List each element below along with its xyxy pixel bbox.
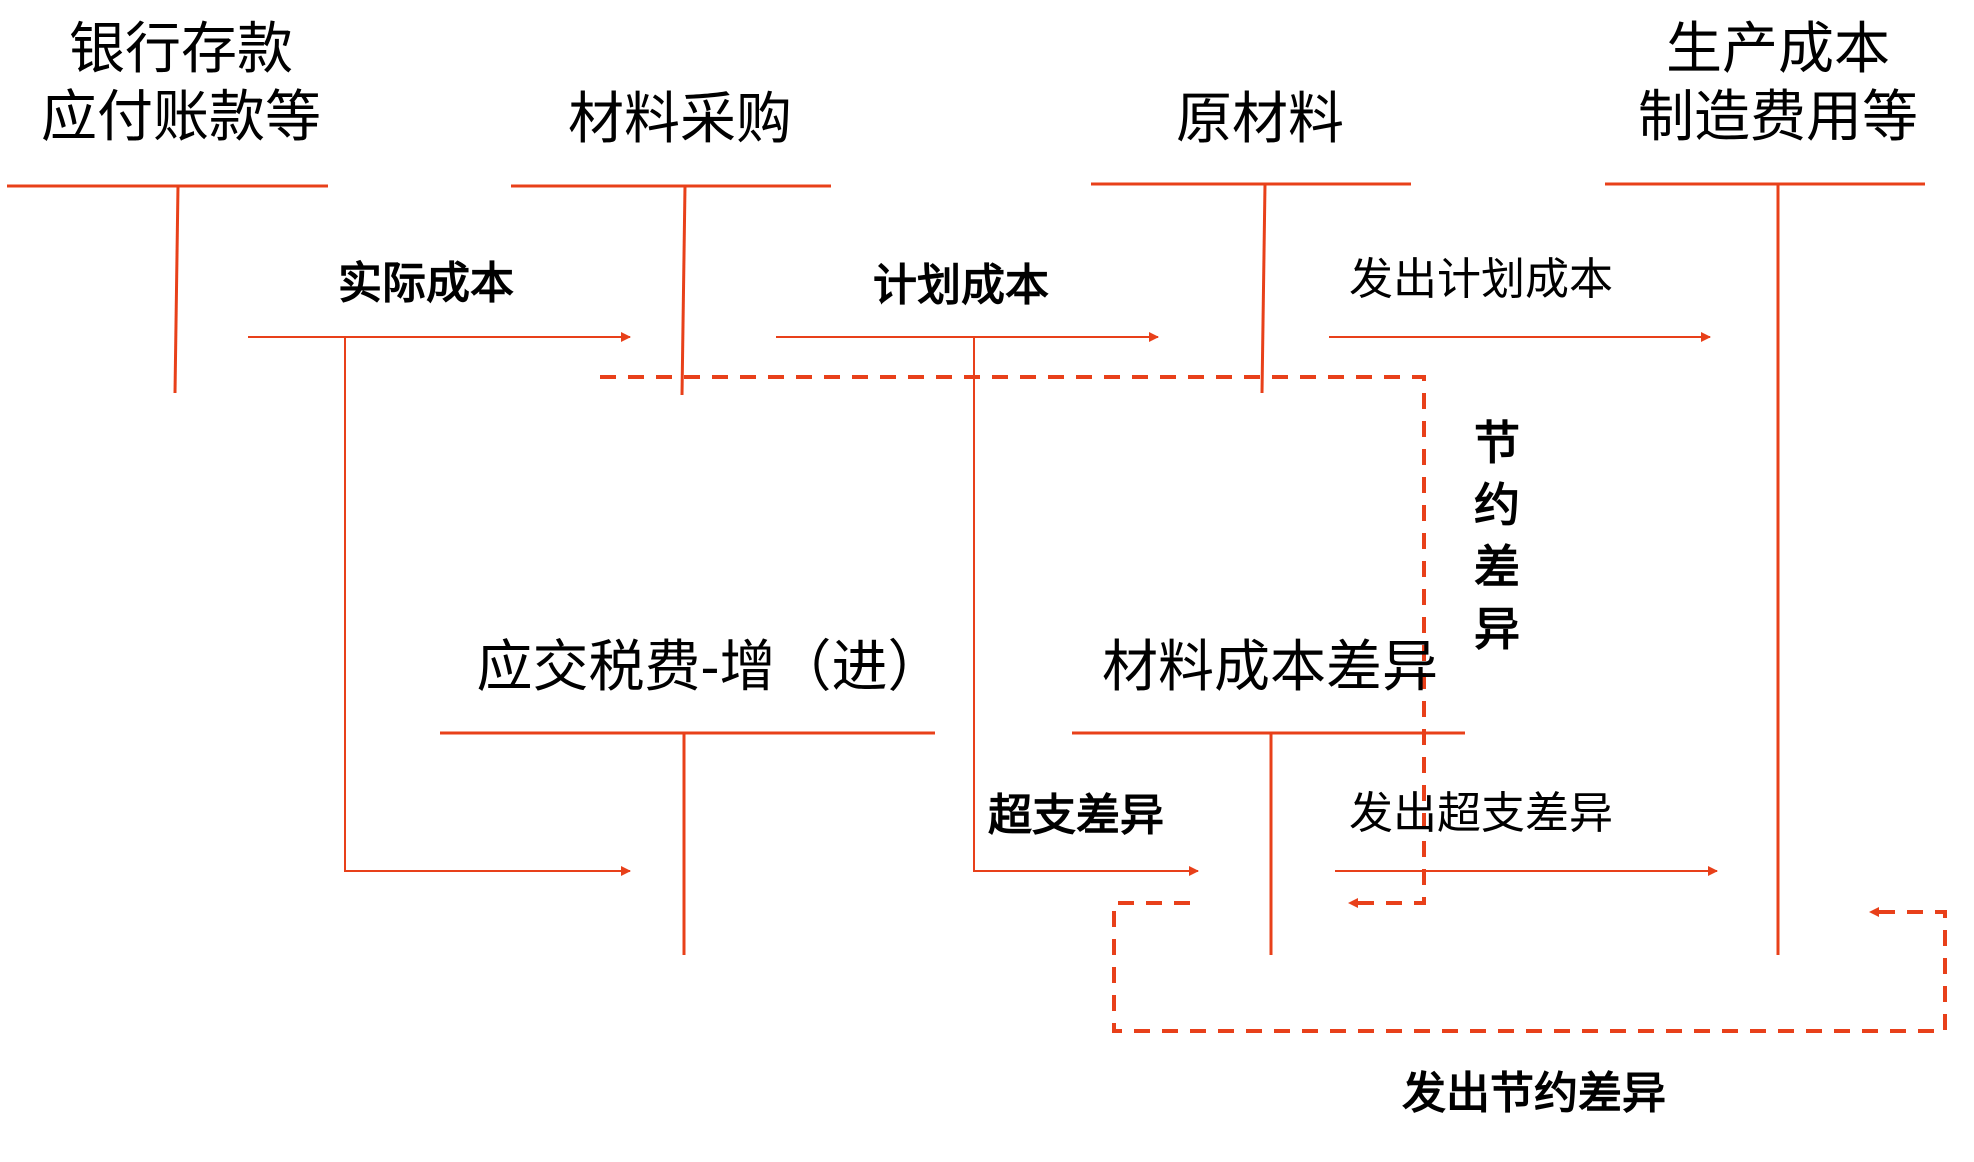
account-title-production: 生产成本 制造费用等 — [1618, 22, 1938, 146]
label-issue-overrun-variance: 发出超支差异 — [1349, 788, 1613, 839]
account-title-purchase: 材料采购 — [568, 87, 792, 152]
vat-arrow — [344, 337, 631, 876]
savings-variance-dashed-arrow — [600, 375, 1426, 908]
overrun-variance-arrow — [973, 337, 1199, 876]
account-title-production-line1: 生产成本 — [1666, 17, 1890, 82]
account-title-vat: 应交税费-增（进） — [476, 635, 944, 700]
t-account-raw-material — [1091, 182, 1411, 394]
account-title-production-line2: 制造费用等 — [1638, 85, 1918, 150]
label-issue-savings-variance: 发出节约差异 — [1402, 1068, 1666, 1119]
t-account-variance — [1072, 731, 1465, 955]
label-overrun-variance: 超支差异 — [988, 790, 1164, 841]
account-title-variance: 材料成本差异 — [1102, 635, 1438, 700]
account-title-raw-material: 原材料 — [1176, 87, 1344, 152]
t-account-purchase — [511, 184, 831, 396]
label-savings-variance: 节约差异 — [1474, 416, 1520, 656]
t-account-vat — [440, 731, 935, 955]
account-title-bank-line1: 银行存款 — [69, 17, 293, 82]
account-title-bank-line2: 应付账款等 — [41, 85, 321, 150]
t-account-production — [1605, 182, 1925, 955]
t-account-bank — [7, 184, 328, 394]
label-issue-planned-cost: 发出计划成本 — [1349, 254, 1613, 305]
label-planned-cost: 计划成本 — [873, 260, 1049, 311]
issue-savings-variance-dashed-arrow — [1112, 901, 1947, 1033]
account-title-bank: 银行存款 应付账款等 — [41, 22, 321, 146]
label-actual-cost: 实际成本 — [338, 258, 514, 309]
